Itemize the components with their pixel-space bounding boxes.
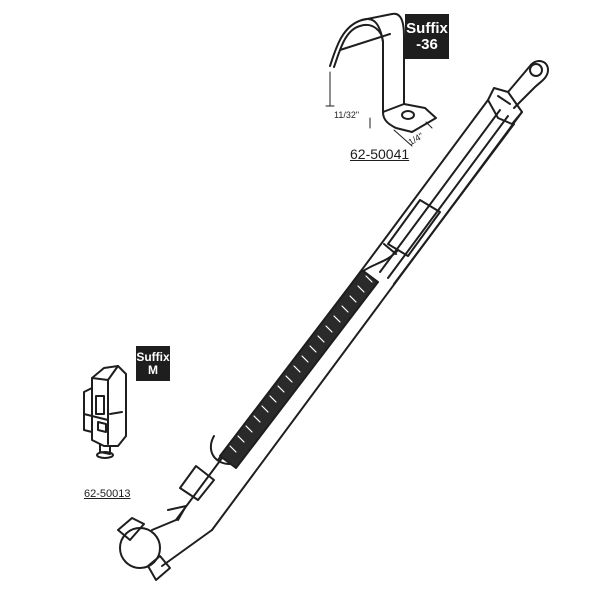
shoe-drawing <box>83 365 127 459</box>
part-number-shoe[interactable]: 62-50013 <box>84 488 131 500</box>
part-number-clip[interactable]: 62-50041 <box>350 146 410 162</box>
spring-coil <box>219 269 379 469</box>
suffix-badge-shoe: Suffix M <box>136 346 170 381</box>
dimension-height: 11/32" <box>334 110 360 120</box>
clip-dimension-lines <box>325 71 433 147</box>
balance-drawing <box>117 60 549 581</box>
suffix-badge-clip: Suffix -36 <box>405 14 449 59</box>
suffix-value: M <box>148 362 158 377</box>
clip-drawing <box>329 12 437 133</box>
suffix-value: -36 <box>416 35 438 53</box>
suffix-label: Suffix <box>406 19 448 37</box>
suffix-label: Suffix <box>136 349 170 364</box>
